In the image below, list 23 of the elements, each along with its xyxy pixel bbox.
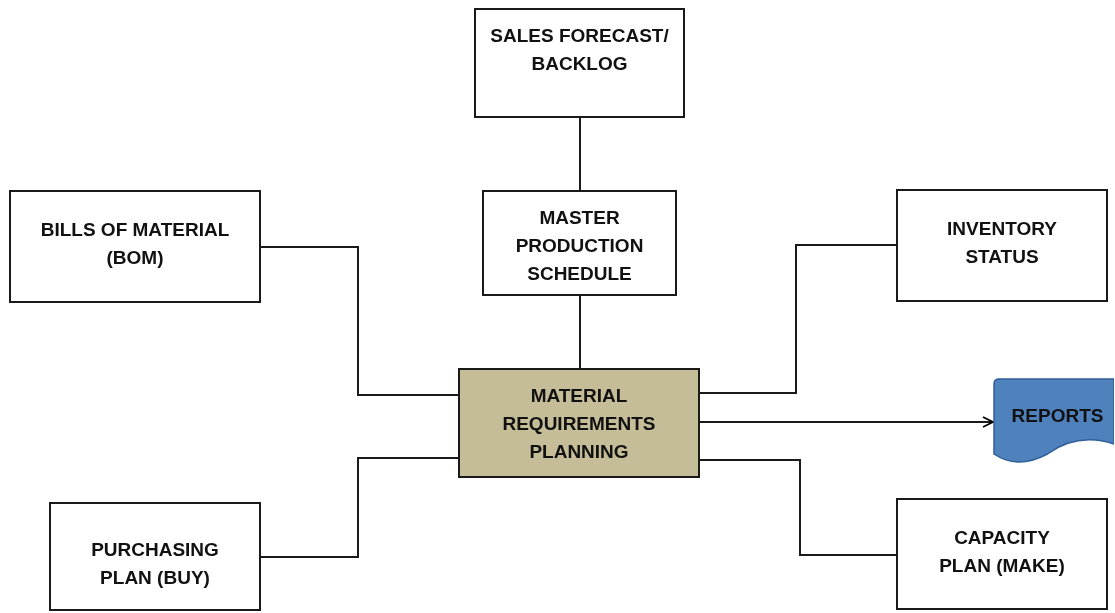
node-label: INVENTORY STATUS	[946, 217, 1058, 269]
arrow	[699, 416, 994, 428]
node-label: SALES FORECAST/ BACKLOG	[489, 24, 670, 76]
node-label: PURCHASING PLAN (BUY)	[90, 538, 220, 590]
input-box	[9, 190, 261, 303]
node-label: REPORTS	[1011, 404, 1104, 428]
input-box	[49, 502, 261, 611]
input-box	[482, 190, 677, 296]
connector-line	[699, 459, 897, 556]
input-box	[896, 189, 1108, 302]
input-box	[896, 498, 1108, 610]
connector-line	[260, 457, 459, 558]
input-box	[474, 8, 685, 118]
connector-line	[579, 117, 581, 191]
process-box	[458, 368, 700, 478]
connector-line	[699, 244, 897, 394]
node-label: MATERIAL REQUIREMENTS PLANNING	[501, 384, 657, 464]
node-label: MASTER PRODUCTION SCHEDULE	[514, 206, 645, 286]
connector-line	[260, 246, 459, 396]
node-label: BILLS OF MATERIAL (BOM)	[39, 218, 231, 270]
connector-line	[579, 295, 581, 369]
node-label: CAPACITY PLAN (MAKE)	[938, 526, 1066, 578]
document-shape	[993, 378, 1114, 466]
